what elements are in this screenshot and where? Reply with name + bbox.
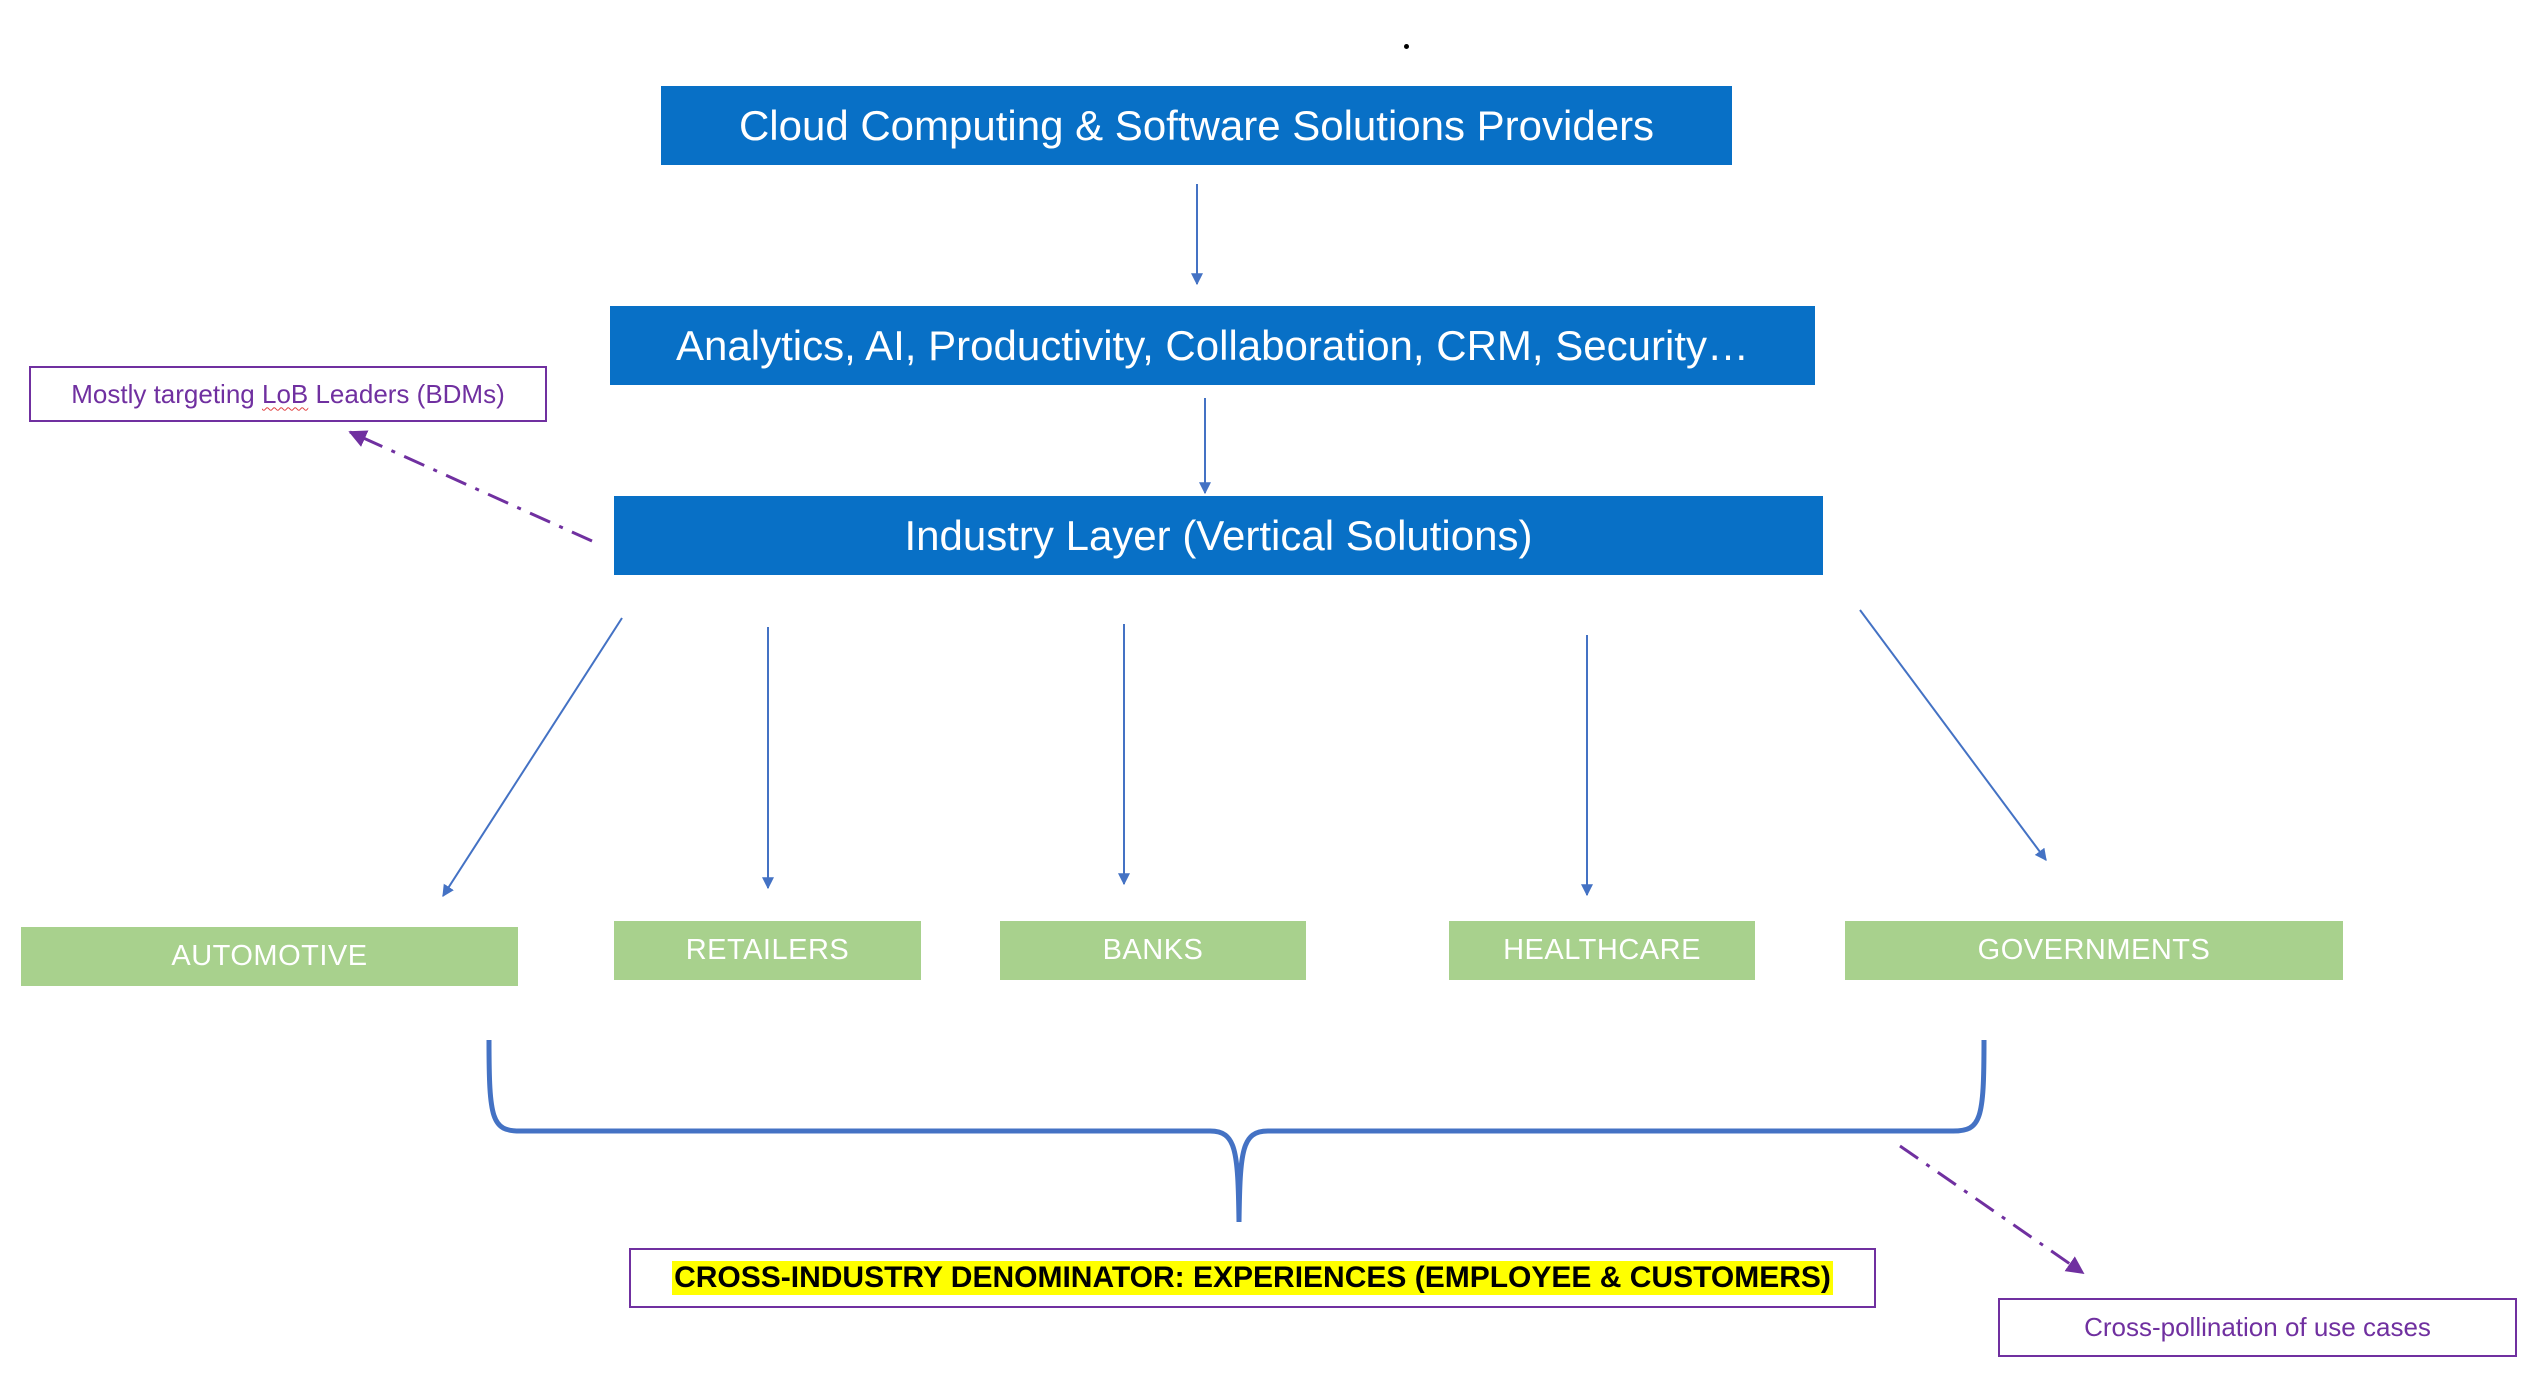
- lob-note-suffix: Leaders (BDMs): [308, 378, 505, 409]
- lob-note-word: LoB: [261, 378, 309, 409]
- stray-dot: [1404, 44, 1409, 49]
- lob-leaders-note: Mostly targeting LoB Leaders (BDMs): [29, 366, 547, 422]
- cloud-providers-box: Cloud Computing & Software Solutions Pro…: [661, 86, 1732, 165]
- lob-note-prefix: Mostly targeting: [71, 378, 262, 409]
- industry-retailers: RETAILERS: [614, 921, 921, 980]
- industry-automotive: AUTOMOTIVE: [21, 927, 518, 986]
- industry-healthcare: HEALTHCARE: [1449, 921, 1755, 980]
- analytics-box: Analytics, AI, Productivity, Collaborati…: [610, 306, 1815, 385]
- industry-layer-box: Industry Layer (Vertical Solutions): [614, 496, 1823, 575]
- industry-governments: GOVERNMENTS: [1845, 921, 2343, 980]
- dashdot-arrow-to-cross-pollination: [1899, 1144, 2085, 1275]
- industry-banks: BANKS: [1000, 921, 1306, 980]
- cross-industry-denominator-box: CROSS-INDUSTRY DENOMINATOR: EXPERIENCES …: [629, 1248, 1876, 1308]
- cross-pollination-note: Cross-pollination of use cases: [1998, 1298, 2517, 1357]
- arrow-to-automotive: [442, 617, 623, 898]
- brace: [486, 1039, 1987, 1223]
- arrow-to-governments: [1859, 609, 2047, 861]
- dashdot-arrow-to-lob-note: [348, 430, 593, 543]
- denominator-text: CROSS-INDUSTRY DENOMINATOR: EXPERIENCES …: [672, 1261, 1833, 1295]
